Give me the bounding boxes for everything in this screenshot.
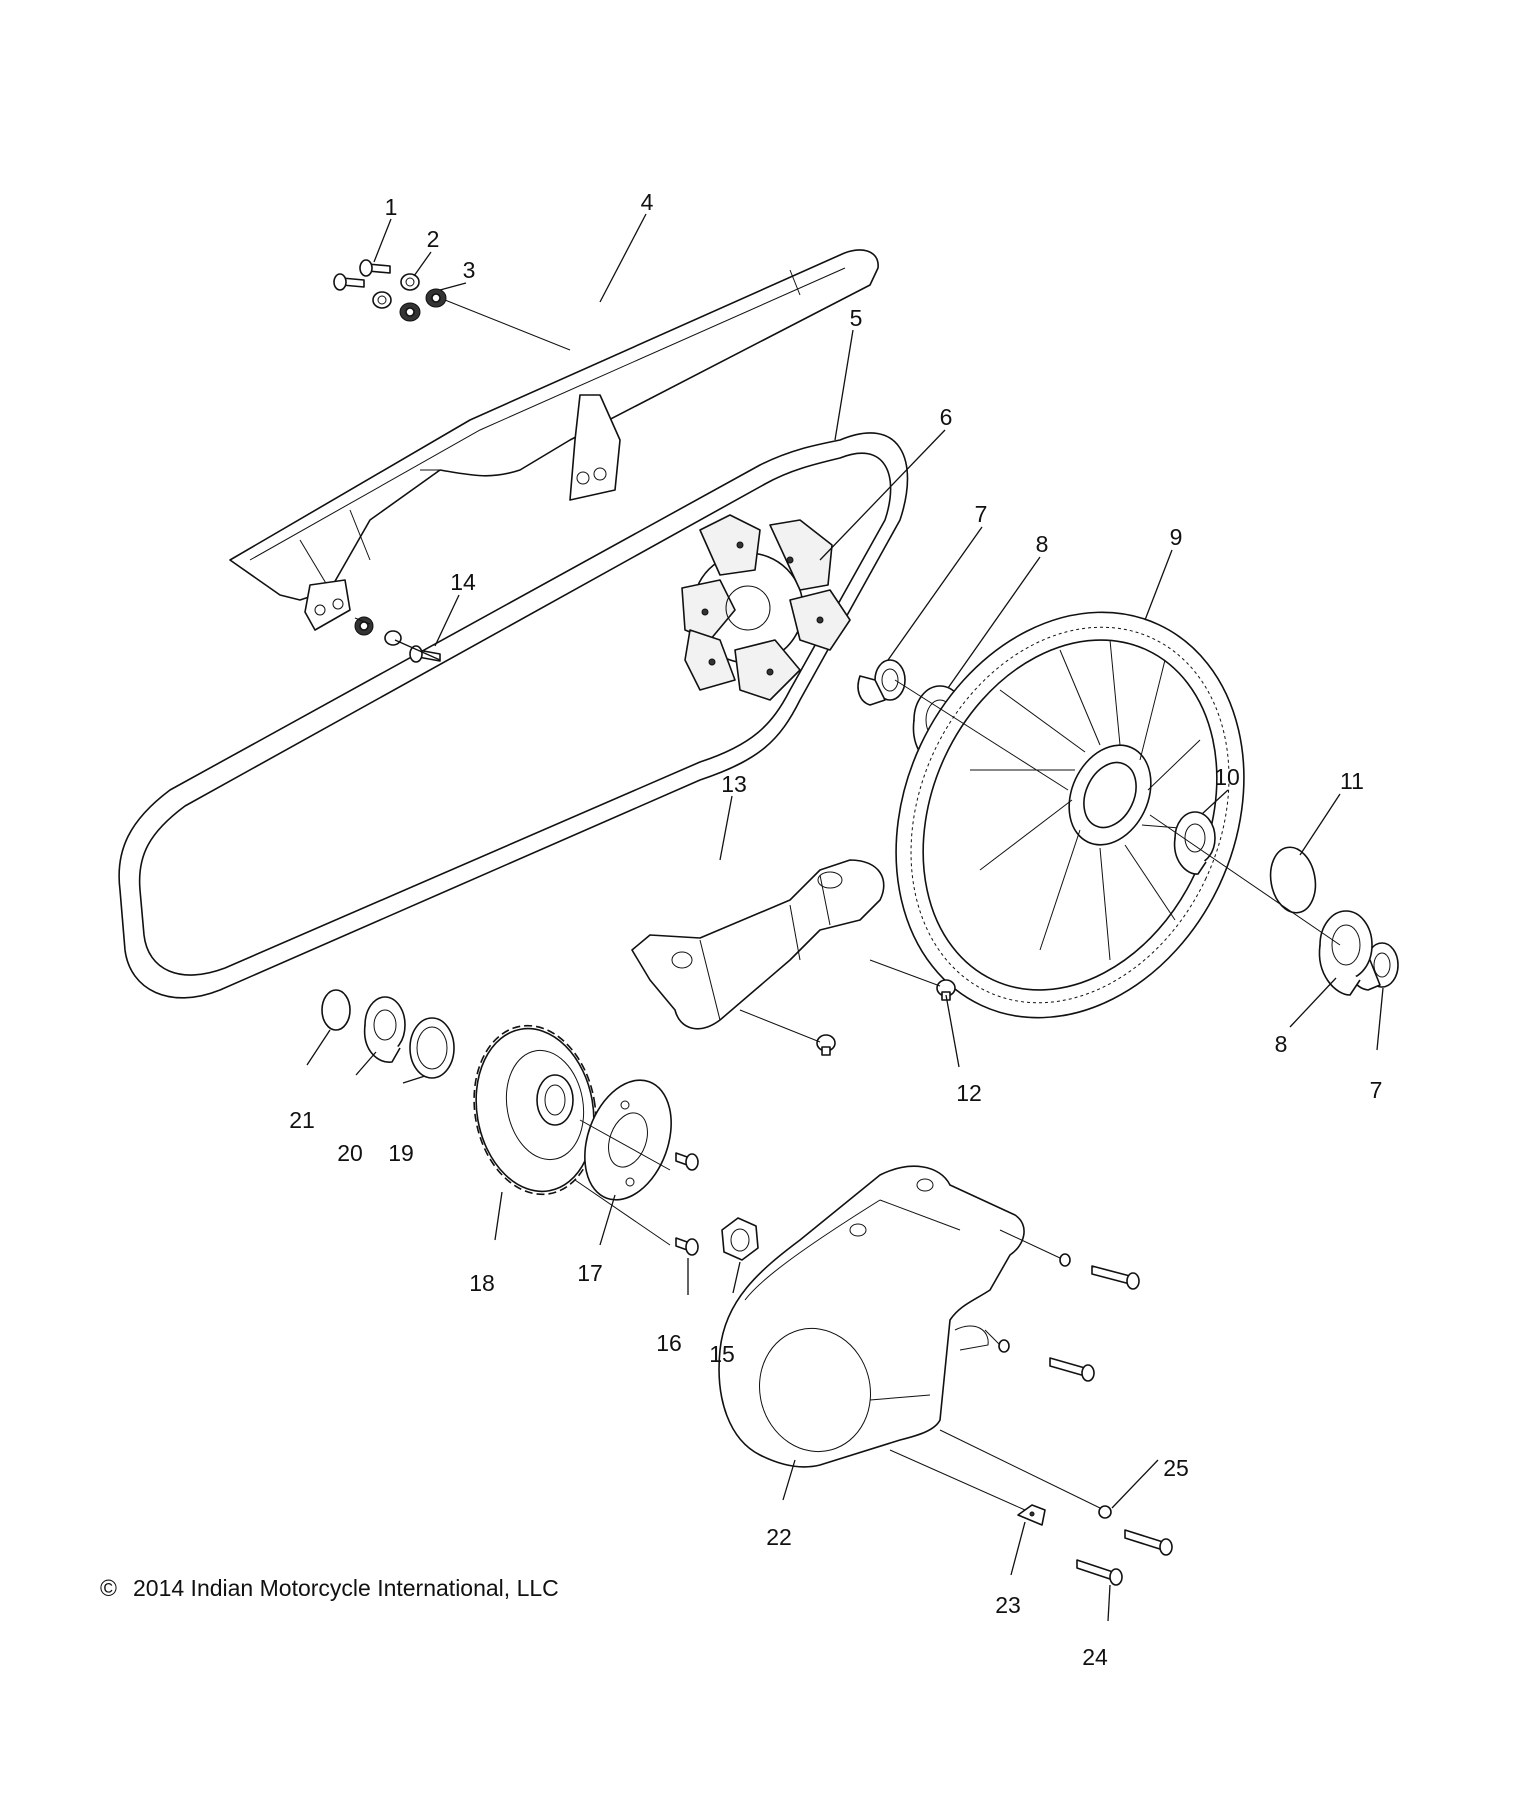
bearing-part-10 <box>1173 811 1216 875</box>
callout-4: 4 <box>641 189 654 215</box>
screws-part-16 <box>675 1152 699 1256</box>
snap-ring-part-11 <box>1269 846 1317 914</box>
callout-19: 19 <box>388 1140 414 1166</box>
nut-part-3 <box>399 288 447 322</box>
callout-3: 3 <box>463 257 476 283</box>
bolt-part-1-lower <box>333 273 365 291</box>
callout-25: 25 <box>1163 1455 1189 1481</box>
callout-18: 18 <box>469 1270 495 1296</box>
leader-lines <box>306 213 1384 1622</box>
callout-21: 21 <box>289 1107 315 1133</box>
clip-part-23 <box>1017 1504 1046 1526</box>
callout-22: 22 <box>766 1524 792 1550</box>
callout-11: 11 <box>1340 768 1364 794</box>
lower-belt-guard <box>631 859 885 1030</box>
seal-part-19 <box>409 1017 455 1079</box>
bearing-part-20 <box>363 996 406 1063</box>
copyright-notice: © 2014 Indian Motorcycle International, … <box>100 1575 559 1601</box>
spacer-part-7-inner <box>857 659 906 706</box>
washer-part-25 <box>1098 1505 1112 1519</box>
callout-10: 10 <box>1214 764 1240 790</box>
callout-labels: 1 2 3 4 5 6 7 8 9 10 11 8 7 12 13 14 15 … <box>289 189 1382 1670</box>
copyright-text: 2014 Indian Motorcycle International, LL… <box>133 1575 559 1601</box>
screws-part-12 <box>816 979 956 1056</box>
callout-9: 9 <box>1170 524 1183 550</box>
callout-17: 17 <box>577 1260 603 1286</box>
callout-7-upper: 7 <box>975 501 988 527</box>
callout-16: 16 <box>656 1330 682 1356</box>
bearing-part-8-outer <box>1318 910 1373 996</box>
snap-ring-part-21 <box>321 989 351 1031</box>
drive-belt <box>118 432 909 999</box>
callout-7-lower: 7 <box>1370 1077 1383 1103</box>
bolt-part-1-upper <box>359 259 391 277</box>
callout-12: 12 <box>956 1080 982 1106</box>
nut-part-15 <box>721 1217 759 1261</box>
upper-belt-guard <box>229 249 879 631</box>
callout-1: 1 <box>385 194 398 220</box>
cover-bolts <box>998 1253 1140 1382</box>
front-sprocket <box>473 1024 597 1196</box>
front-belt-cover <box>718 1165 1025 1468</box>
rear-pulley <box>895 611 1245 1019</box>
callout-6: 6 <box>940 404 953 430</box>
callout-5: 5 <box>850 305 863 331</box>
washer-part-2 <box>372 273 420 309</box>
copyright-symbol: © <box>100 1575 117 1601</box>
cush-drive-damper <box>681 514 851 701</box>
callout-23: 23 <box>995 1592 1021 1618</box>
callout-14: 14 <box>450 569 476 595</box>
callout-15: 15 <box>709 1341 735 1367</box>
callout-20: 20 <box>337 1140 363 1166</box>
callout-24: 24 <box>1082 1644 1108 1670</box>
callout-13: 13 <box>721 771 747 797</box>
callout-8-upper: 8 <box>1036 531 1049 557</box>
callout-2: 2 <box>427 226 440 252</box>
callout-8-lower: 8 <box>1275 1031 1288 1057</box>
bolts-part-24 <box>1076 1529 1173 1586</box>
hardware-part-14 <box>354 616 441 663</box>
